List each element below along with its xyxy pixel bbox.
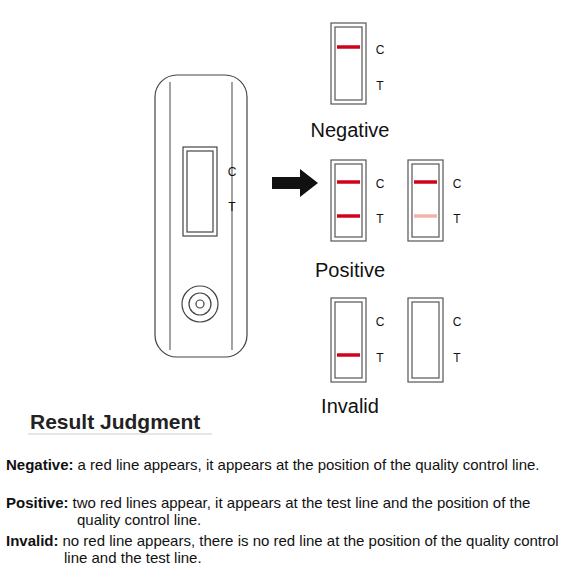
result-description: two red lines appear, it appears at the …: [73, 494, 531, 528]
line-label: T: [228, 201, 235, 213]
arrow: [272, 169, 318, 197]
line-label: T: [453, 213, 460, 225]
line-label: C: [376, 44, 385, 56]
window: [331, 23, 366, 104]
line-label: C: [453, 178, 462, 190]
line-label: T: [453, 352, 460, 364]
window-inner: [335, 302, 362, 378]
sample-well: [182, 286, 218, 322]
line-label: C: [453, 316, 462, 328]
result-description: no red line appears, there is no red lin…: [63, 532, 559, 566]
result-paragraph: Positive:two red lines appear, it appear…: [6, 494, 564, 528]
result-heading: Invalid: [321, 396, 379, 416]
line-label: C: [228, 166, 237, 178]
faint-test-line: [414, 214, 437, 218]
result-paragraph: Negative:a red line appears, it appears …: [6, 456, 564, 473]
window-inner: [335, 27, 362, 100]
result-window-inner: [187, 151, 213, 232]
result-window: [183, 147, 217, 236]
result-term: Negative:: [6, 456, 74, 473]
line-label: T: [376, 80, 383, 92]
test-line: [337, 214, 360, 218]
line-label: T: [376, 352, 383, 364]
window-inner: [412, 164, 439, 237]
test-line: [337, 353, 360, 357]
window: [408, 298, 443, 382]
window: [331, 160, 366, 241]
line-label: C: [376, 178, 385, 190]
window-inner: [335, 164, 362, 237]
sample-well-hole: [196, 300, 204, 308]
result-description: a red line appears, it appears at the po…: [78, 456, 540, 473]
window-inner: [412, 302, 439, 378]
control-line: [337, 45, 360, 49]
control-line: [337, 180, 360, 184]
sample-well-inner: [189, 293, 211, 315]
result-term: Positive:: [6, 494, 69, 511]
result-heading: Positive: [315, 260, 385, 280]
heading-rule: [28, 434, 212, 435]
cassette-body: [155, 75, 247, 357]
window: [331, 298, 366, 382]
result-term: Invalid:: [6, 532, 59, 549]
section-title: Result Judgment: [30, 410, 200, 434]
result-paragraph: Invalid:no red line appears, there is no…: [6, 532, 564, 566]
line-label: C: [376, 316, 385, 328]
cassette-rail: [170, 82, 232, 350]
line-label: T: [376, 213, 383, 225]
result-heading: Negative: [311, 120, 390, 140]
window: [408, 160, 443, 241]
control-line: [414, 180, 437, 184]
